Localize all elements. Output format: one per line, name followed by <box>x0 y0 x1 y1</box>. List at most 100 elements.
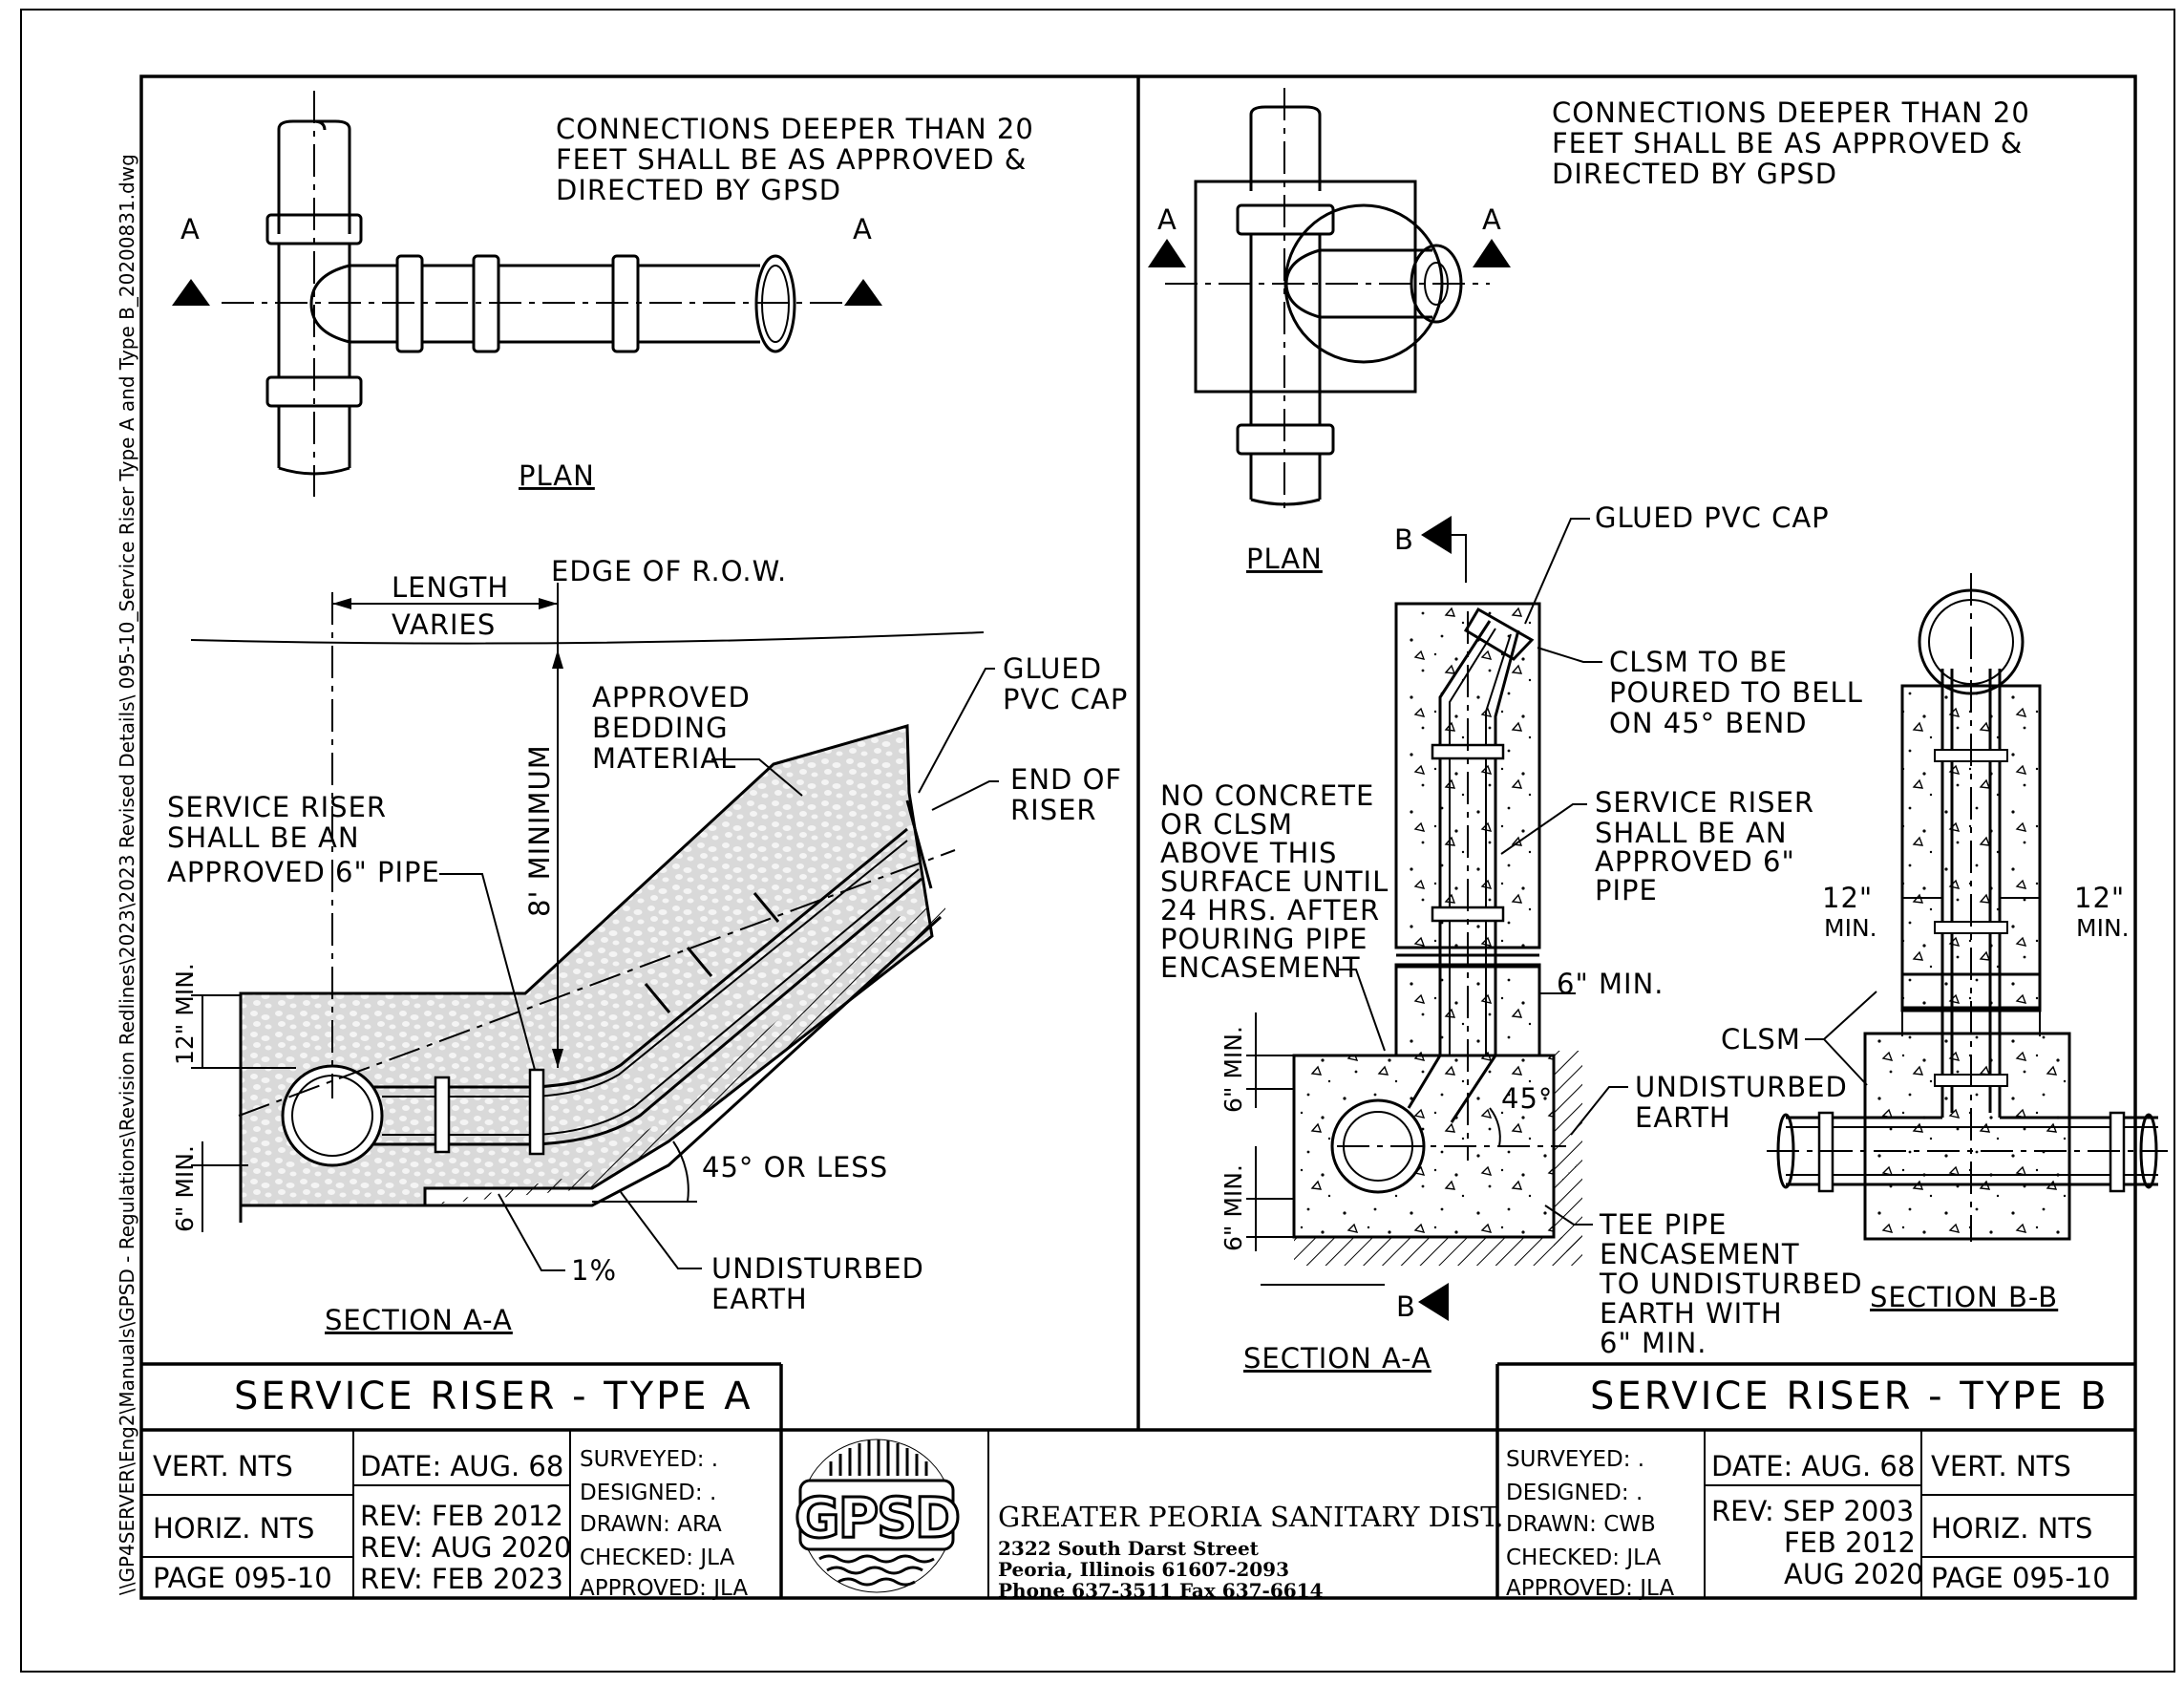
right-bb-clsm: CLSM <box>1721 1023 1801 1055</box>
left-note-line-1: CONNECTIONS DEEPER THAN 20 <box>556 113 1034 145</box>
left-section-title: SECTION A-A <box>325 1304 513 1336</box>
b-rev3: AUG 2020 <box>1784 1558 1924 1590</box>
left-undisturbed-2: EARTH <box>711 1283 808 1315</box>
b-surveyed: SURVEYED: . <box>1506 1447 1644 1472</box>
right-noconc-1: NO CONCRETE <box>1160 779 1374 812</box>
right-section-bb: 12" MIN. 12" MIN. CLSM SECTION B-B <box>1721 573 2168 1313</box>
left-plan-marker-a1: A <box>180 213 201 245</box>
right-note-line-2: FEET SHALL BE AS APPROVED & <box>1552 127 2023 160</box>
a-rev2: REV: AUG 2020 <box>360 1531 572 1564</box>
left-6-min: 6" MIN. <box>171 1145 199 1232</box>
left-bedding-2: BEDDING <box>592 712 729 744</box>
right-undisturbed-1: UNDISTURBED <box>1635 1071 1848 1103</box>
right-clsm-1: CLSM TO BE <box>1609 646 1788 678</box>
left-glued-2: PVC CAP <box>1003 683 1128 715</box>
right-6-min-upper: 6" MIN. <box>1219 1026 1247 1113</box>
left-plan-view: CONNECTIONS DEEPER THAN 20 FEET SHALL BE… <box>172 91 1034 497</box>
right-plan-marker-a1: A <box>1157 203 1177 236</box>
a-horiz: HORIZ. NTS <box>153 1512 314 1545</box>
right-bb-12-left: 12" <box>1822 882 1873 914</box>
b-vert: VERT. NTS <box>1931 1450 2071 1482</box>
b-date: DATE: AUG. 68 <box>1711 1450 1915 1482</box>
right-section-bb-title: SECTION B-B <box>1870 1281 2058 1313</box>
a-approved: APPROVED: JLA <box>580 1576 748 1601</box>
org-phone: Phone 637-3511 Fax 637-6614 <box>998 1579 1324 1602</box>
title-block: SERVICE RISER - TYPE A SERVICE RISER - T… <box>141 1362 2135 1602</box>
left-length-label: LENGTH <box>392 571 509 604</box>
left-note-line-3: DIRECTED BY GPSD <box>556 174 841 206</box>
right-riser-1: SERVICE RISER <box>1595 786 1814 819</box>
right-glued-cap: GLUED PVC CAP <box>1595 501 1830 534</box>
right-clsm-2: POURED TO BELL <box>1609 676 1863 709</box>
left-8ft-min-label: 8' MINIMUM <box>523 744 556 917</box>
right-noconc-4: SURFACE UNTIL <box>1160 865 1389 898</box>
right-plan-title: PLAN <box>1246 543 1323 575</box>
left-bedding-1: APPROVED <box>592 681 751 714</box>
org-street: 2322 South Darst Street <box>998 1537 1260 1560</box>
right-note-line-3: DIRECTED BY GPSD <box>1552 158 1837 190</box>
right-bb-min-left: MIN. <box>1824 914 1877 942</box>
left-riser-1: SERVICE RISER <box>167 791 387 823</box>
right-riser-4: PIPE <box>1595 874 1658 906</box>
left-glued-1: GLUED <box>1003 652 1102 685</box>
a-drawn: DRAWN: ARA <box>580 1512 722 1537</box>
type-a-title: SERVICE RISER - TYPE A <box>234 1375 753 1418</box>
a-vert: VERT. NTS <box>153 1450 293 1482</box>
type-b-title: SERVICE RISER - TYPE B <box>1590 1375 2110 1418</box>
right-plan-marker-a2: A <box>1482 203 1502 236</box>
org-name: GREATER PEORIA SANITARY DIST. <box>998 1501 1504 1533</box>
file-path: \\GP4SERVER\Eng2\Manuals\GPSD - Regulati… <box>116 154 138 1595</box>
a-page: PAGE 095-10 <box>153 1562 332 1594</box>
left-end-riser-2: RISER <box>1010 794 1097 826</box>
right-marker-b-bottom: B <box>1396 1290 1416 1323</box>
right-marker-b-top: B <box>1394 523 1414 556</box>
right-undisturbed-2: EARTH <box>1635 1101 1731 1134</box>
right-6-min-label: 6" MIN. <box>1557 968 1665 1000</box>
left-section-aa: LENGTH VARIES EDGE OF R.O.W. 8' MINIMUM … <box>167 555 1128 1336</box>
right-tee-3: TO UNDISTURBED <box>1599 1268 1863 1300</box>
right-tee-2: ENCASEMENT <box>1600 1238 1800 1270</box>
left-undisturbed-1: UNDISTURBED <box>711 1252 924 1285</box>
right-section-aa: B 45° 6" MIN. 6" MIN. <box>1160 501 1863 1375</box>
b-rev: REV: SEP 2003 <box>1711 1495 1914 1527</box>
a-rev1: REV: FEB 2012 <box>360 1500 563 1532</box>
left-plan-title: PLAN <box>519 459 595 492</box>
right-bb-min-right: MIN. <box>2076 914 2130 942</box>
right-noconc-6: POURING PIPE <box>1160 923 1368 955</box>
left-angle-label: 45° OR LESS <box>702 1151 888 1183</box>
right-tee-1: TEE PIPE <box>1599 1208 1727 1241</box>
right-6-min-lower: 6" MIN. <box>1219 1164 1247 1251</box>
right-tee-4: EARTH WITH <box>1600 1297 1783 1330</box>
left-riser-3: APPROVED 6" PIPE <box>167 856 440 888</box>
a-date: DATE: AUG. 68 <box>360 1450 563 1482</box>
right-riser-2: SHALL BE AN <box>1595 817 1788 849</box>
right-note-line-1: CONNECTIONS DEEPER THAN 20 <box>1552 96 2030 129</box>
left-slope-label: 1% <box>571 1254 617 1287</box>
right-noconc-3: ABOVE THIS <box>1160 837 1337 869</box>
right-noconc-2: OR CLSM <box>1160 808 1293 841</box>
right-bb-12-right: 12" <box>2074 882 2125 914</box>
outer-border <box>20 9 2175 1673</box>
gpsd-logo-text: GPSD <box>795 1485 959 1550</box>
b-checked: CHECKED: JLA <box>1506 1545 1661 1570</box>
org-city: Peoria, Illinois 61607-2093 <box>998 1558 1289 1581</box>
right-noconc-5: 24 HRS. AFTER <box>1160 894 1380 927</box>
left-plan-marker-a2: A <box>853 213 873 245</box>
left-varies-label: VARIES <box>392 608 496 641</box>
b-page: PAGE 095-10 <box>1931 1562 2110 1594</box>
right-clsm-3: ON 45° BEND <box>1609 707 1808 739</box>
a-rev3: REV: FEB 2023 <box>360 1563 563 1595</box>
left-note-line-2: FEET SHALL BE AS APPROVED & <box>556 143 1027 176</box>
right-section-aa-title: SECTION A-A <box>1243 1342 1431 1375</box>
left-end-riser-1: END OF <box>1010 763 1122 796</box>
a-checked: CHECKED: JLA <box>580 1545 734 1570</box>
b-rev2: FEB 2012 <box>1784 1526 1916 1559</box>
b-approved: APPROVED: JLA <box>1506 1576 1674 1601</box>
gpsd-logo: GPSD <box>793 1439 963 1593</box>
a-surveyed: SURVEYED: . <box>580 1447 718 1472</box>
left-riser-2: SHALL BE AN <box>167 821 360 854</box>
left-12-min: 12" MIN. <box>171 963 199 1065</box>
right-tee-5: 6" MIN. <box>1600 1327 1707 1359</box>
b-horiz: HORIZ. NTS <box>1931 1512 2092 1545</box>
